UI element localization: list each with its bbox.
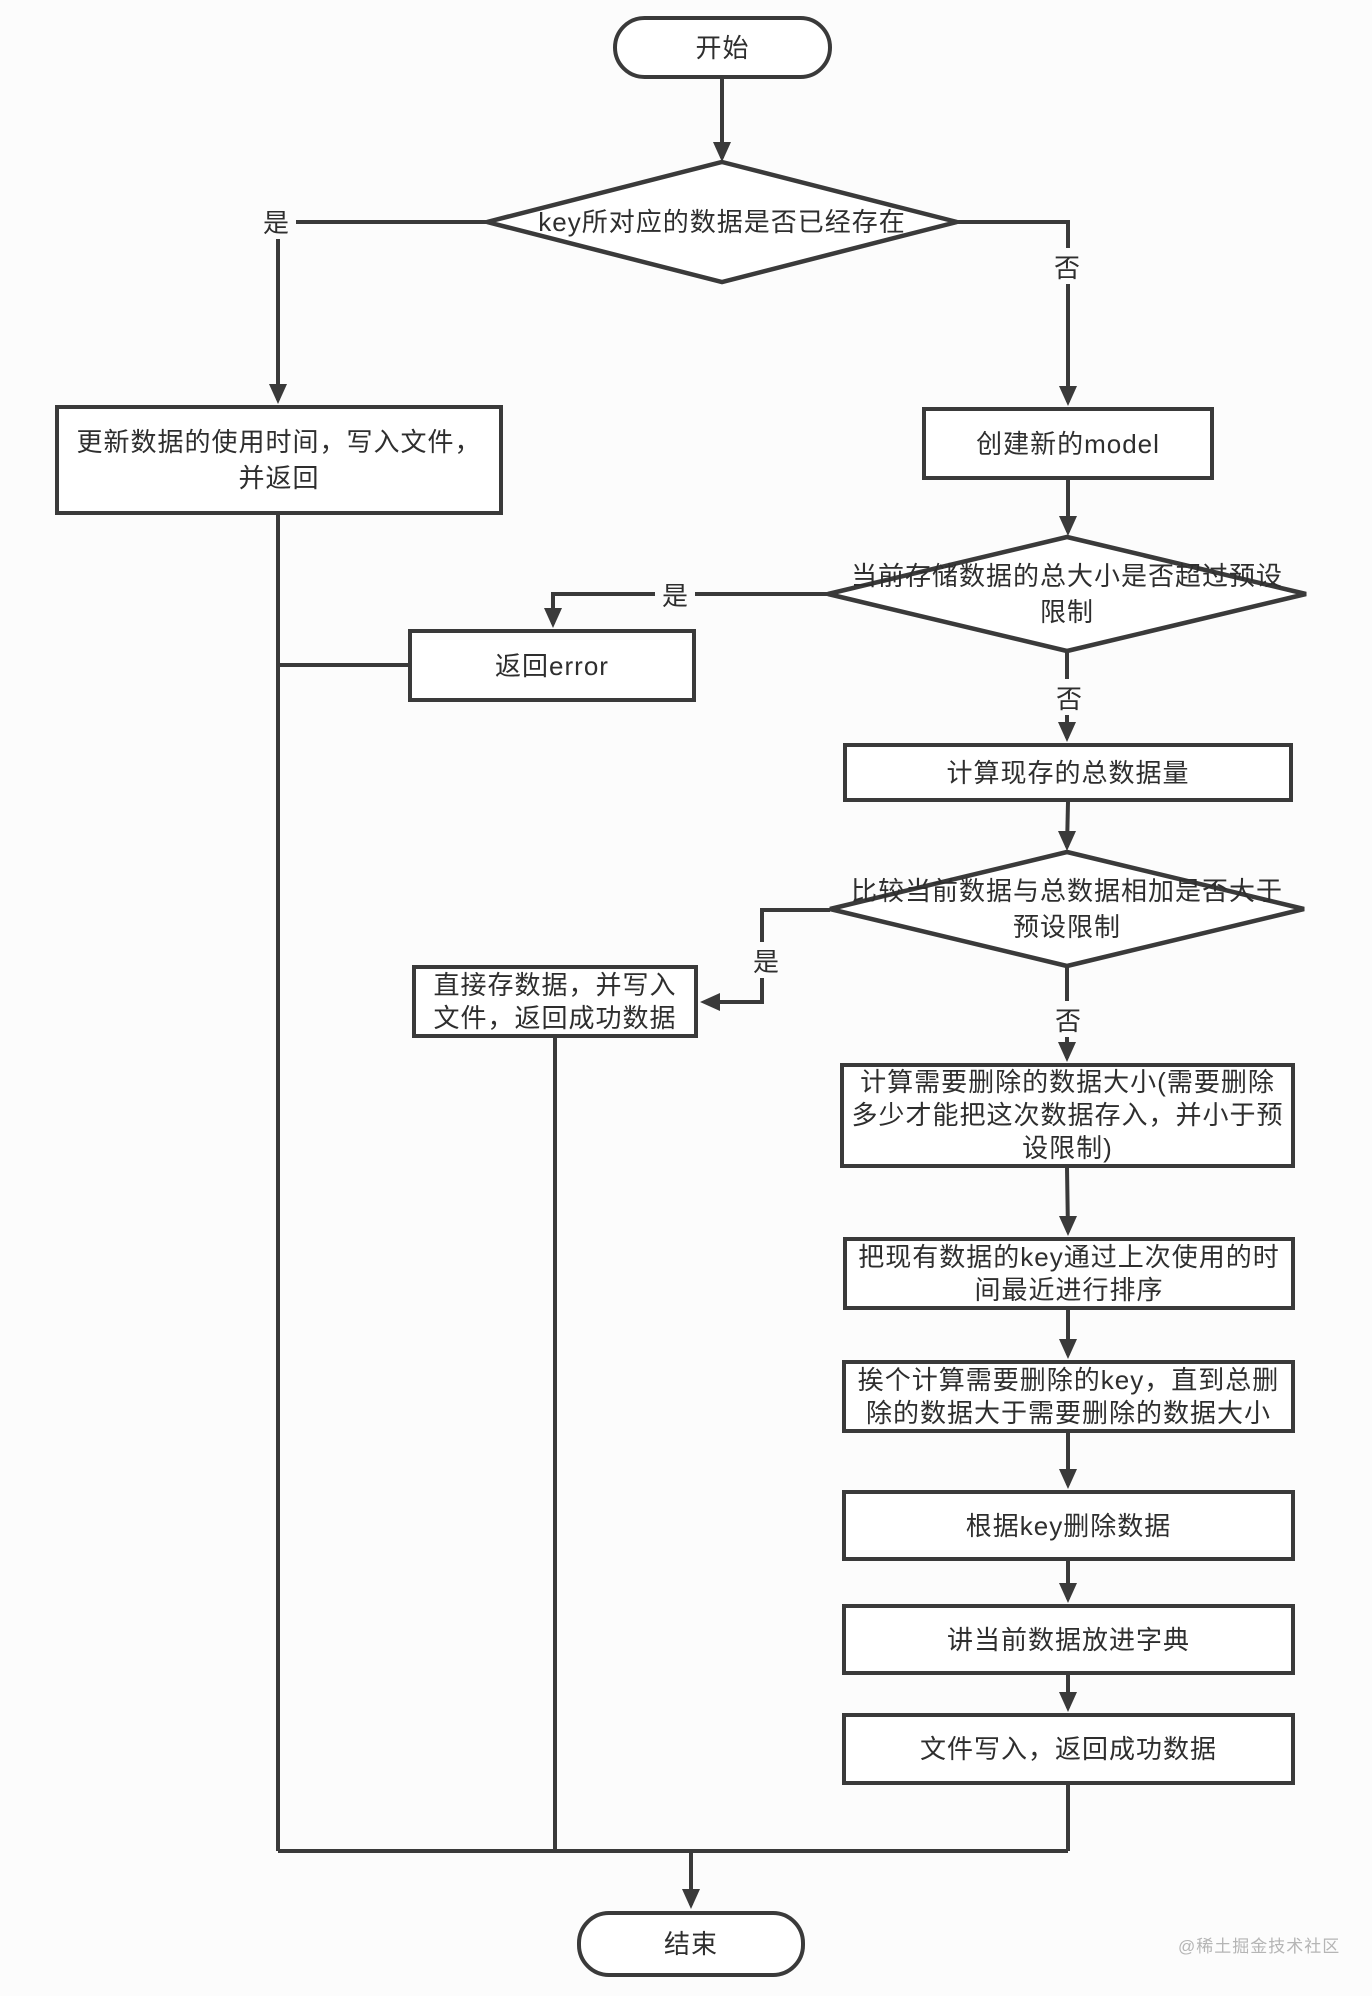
node-store-direct: 直接存数据，并写入 文件，返回成功数据 (412, 965, 698, 1038)
decision-check-sum-label: 比较当前数据与总数据相加是否大于 预设限制 (827, 873, 1307, 945)
edge-label-check-key-no: 否 (1047, 248, 1087, 284)
arrowhead-into-check-sum (1058, 831, 1076, 851)
node-sort-keys: 把现有数据的key通过上次使用的时 间最近进行排序 (843, 1237, 1295, 1310)
decision-check-key-line1: key所对应的数据是否已经存在 (538, 207, 906, 237)
arrowhead-into-write (1059, 1692, 1077, 1712)
arrowhead-into-calcdel (1058, 1042, 1076, 1062)
node-calc-total-label: 计算现存的总数据量 (946, 757, 1190, 788)
node-pick-keys-line2: 除的数据大于需要删除的数据大小 (865, 1397, 1271, 1428)
arrowhead-into-delete (1059, 1469, 1077, 1489)
node-calc-delete-size-line3: 设限制) (1022, 1133, 1113, 1163)
arrowhead-into-check-key (713, 142, 731, 162)
node-return-error: 返回error (408, 629, 696, 702)
arrowhead-into-direct (700, 993, 720, 1011)
edge-check-key-yes (276, 220, 487, 400)
node-sort-keys-line2: 间最近进行排序 (974, 1274, 1164, 1305)
node-calc-total: 计算现存的总数据量 (843, 743, 1293, 802)
node-calc-delete-size-line1: 计算需要删除的数据大小(需要删除 (860, 1067, 1275, 1097)
arrowhead-into-sort (1059, 1216, 1077, 1236)
decision-check-key-label: key所对应的数据是否已经存在 (482, 204, 962, 240)
node-pick-keys-line1: 挨个计算需要删除的key，直到总删 (857, 1364, 1280, 1395)
node-update-time: 更新数据的使用时间，写入文件， 并返回 (55, 405, 503, 515)
decision-check-limit-line2: 限制 (1039, 597, 1094, 627)
node-start-label: 开始 (695, 32, 750, 63)
node-delete-by-key-label: 根据key删除数据 (965, 1510, 1172, 1541)
node-calc-delete-size: 计算需要删除的数据大小(需要删除 多少才能把这次数据存入，并小于预 设限制) (840, 1063, 1295, 1168)
arrowhead-into-error (544, 608, 562, 628)
node-store-direct-line1: 直接存数据，并写入 (433, 969, 677, 1000)
arrowhead-into-dict (1059, 1583, 1077, 1603)
edge-label-check-sum-yes: 是 (746, 942, 786, 978)
edge-label-check-key-yes: 是 (256, 203, 296, 239)
arrowhead-into-calc-total (1058, 722, 1076, 742)
decision-check-key-shape (486, 159, 958, 285)
arrowhead-into-model (1059, 386, 1077, 406)
arrowhead-into-update (269, 384, 287, 404)
node-put-into-dict-label: 讲当前数据放进字典 (946, 1624, 1190, 1655)
decision-check-sum-line2: 预设限制 (1012, 912, 1121, 942)
node-delete-by-key: 根据key删除数据 (842, 1490, 1295, 1561)
node-put-into-dict: 讲当前数据放进字典 (842, 1604, 1295, 1675)
decision-check-limit-label: 当前存储数据的总大小是否超过预设 限制 (827, 558, 1307, 630)
node-store-direct-line2: 文件，返回成功数据 (433, 1002, 677, 1033)
node-start: 开始 (613, 16, 832, 79)
node-end: 结束 (577, 1911, 805, 1977)
decision-check-sum-shape (829, 849, 1305, 969)
node-write-file: 文件写入，返回成功数据 (842, 1713, 1295, 1785)
arrowhead-into-pick (1059, 1339, 1077, 1359)
node-pick-keys: 挨个计算需要删除的key，直到总删 除的数据大于需要删除的数据大小 (842, 1360, 1295, 1433)
decision-check-sum-line1: 比较当前数据与总数据相加是否大于 (850, 876, 1283, 906)
arrowhead-into-check-limit (1059, 516, 1077, 536)
node-create-model: 创建新的model (922, 407, 1214, 480)
node-sort-keys-line1: 把现有数据的key通过上次使用的时 (858, 1241, 1280, 1272)
node-update-time-line1: 更新数据的使用时间，写入文件， (76, 427, 482, 457)
node-return-error-label: 返回error (495, 650, 609, 681)
node-calc-delete-size-line2: 多少才能把这次数据存入，并小于预 (851, 1100, 1284, 1130)
edge-label-check-sum-no: 否 (1048, 1001, 1088, 1037)
node-end-label: 结束 (663, 1929, 718, 1959)
arrowhead-into-end (682, 1889, 700, 1909)
edge-label-check-limit-no: 否 (1049, 679, 1089, 715)
edge-label-check-limit-yes: 是 (655, 576, 695, 612)
decision-check-limit-line1: 当前存储数据的总大小是否超过预设 (850, 561, 1283, 591)
node-create-model-label: 创建新的model (976, 428, 1160, 459)
decision-check-limit-shape (827, 534, 1307, 654)
node-write-file-label: 文件写入，返回成功数据 (919, 1734, 1217, 1764)
watermark-juejin: @稀土掘金技术社区 (1178, 1937, 1341, 1956)
node-update-time-line2: 并返回 (238, 463, 320, 493)
edge-check-key-no (957, 220, 1070, 402)
